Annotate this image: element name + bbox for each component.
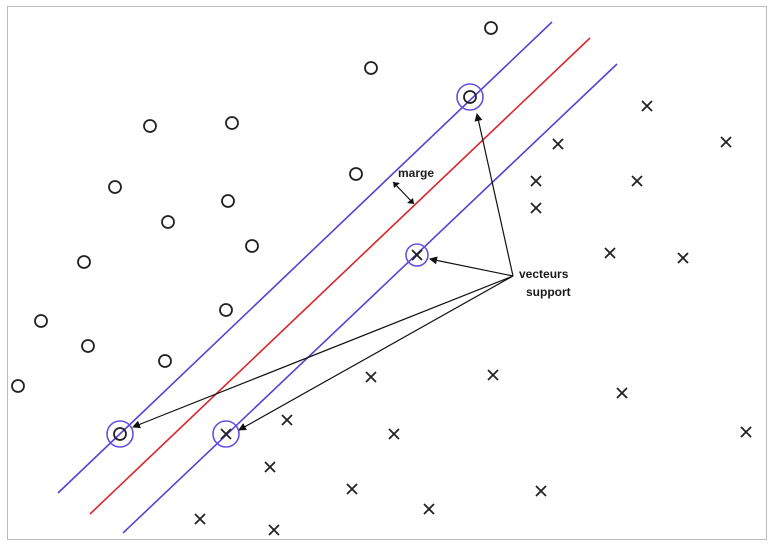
support-vector-ring (405, 243, 429, 267)
cross-point (487, 369, 499, 381)
margin-arrowheads (393, 182, 414, 204)
cross-point (388, 428, 400, 440)
circle-point (161, 215, 175, 229)
cross-point (535, 485, 547, 497)
margin-label: marge (398, 166, 434, 180)
cross-point (616, 387, 628, 399)
support-vector-arrow (238, 275, 514, 431)
cross-point (631, 175, 643, 187)
support-vector-arrow (132, 275, 514, 429)
circle-point (349, 167, 363, 181)
cross-point (641, 100, 653, 112)
diagram-frame (7, 6, 767, 540)
cross-point (194, 513, 206, 525)
cross-point (604, 247, 616, 259)
circle-point (221, 194, 235, 208)
cross-point (530, 202, 542, 214)
support-vector-arrow (429, 256, 514, 277)
circle-point (158, 354, 172, 368)
cross-point (423, 503, 435, 515)
circle-point (34, 314, 48, 328)
cross-point (264, 461, 276, 473)
cross-point (220, 428, 232, 440)
circle-point (143, 119, 157, 133)
cross-point (530, 175, 542, 187)
lower-margin-line (122, 63, 618, 534)
support-vector-rings (106, 83, 484, 448)
cross-point (552, 138, 564, 150)
circle-point (11, 379, 25, 393)
circle-point (225, 116, 239, 130)
upper-margin-line (57, 21, 553, 494)
cross-point (740, 426, 752, 438)
separating-hyperplane (89, 37, 591, 515)
cross-point (720, 136, 732, 148)
circle-point (364, 61, 378, 75)
cross-point (365, 371, 377, 383)
circle-point (108, 180, 122, 194)
circle-point (245, 239, 259, 253)
cross-point (411, 249, 423, 261)
cross-point (346, 483, 358, 495)
circle-point (81, 339, 95, 353)
support-vector-arrows (132, 113, 514, 431)
support-vector-ring (212, 420, 240, 448)
support-vector-arrow (474, 113, 514, 277)
circle-point (484, 21, 498, 35)
circle-point (219, 303, 233, 317)
cross-point (281, 414, 293, 426)
cross-point (677, 252, 689, 264)
support-vector-ring (106, 420, 134, 448)
cross-class-points (194, 100, 752, 536)
support-vector-ring (456, 83, 484, 111)
circle-point (113, 427, 127, 441)
circle-point (77, 255, 91, 269)
circle-point (463, 90, 477, 104)
cross-point (268, 524, 280, 536)
support-vectors-label-line2: support (526, 285, 571, 299)
circle-class-points (11, 21, 498, 441)
support-vectors-label-line1: vecteurs (519, 267, 569, 281)
